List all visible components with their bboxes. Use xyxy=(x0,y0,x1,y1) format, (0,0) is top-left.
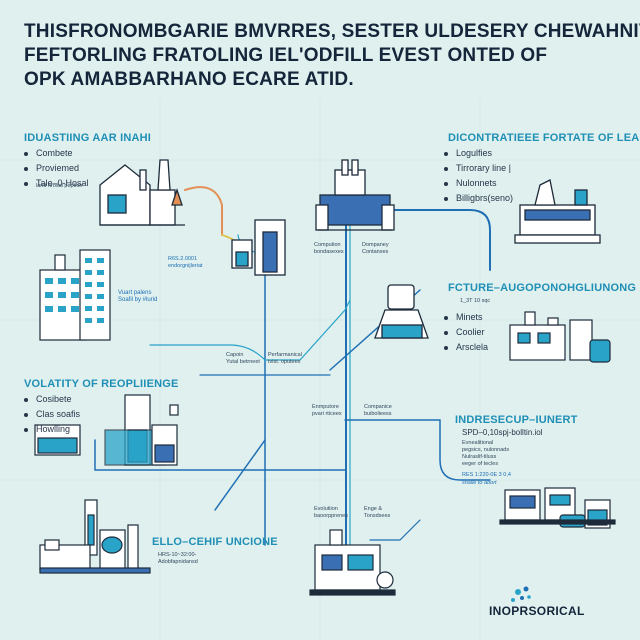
title-line-3: OPK AMABBARHANO ECARE ATID. xyxy=(24,69,354,90)
section-list-mid-right: Minets Coolier Arsclela xyxy=(444,310,488,355)
water-tanks-icon xyxy=(34,394,179,466)
list-item: Proviemed xyxy=(24,161,89,176)
section-note-top-left: land hrosal peption xyxy=(36,183,83,189)
section-sub-lower-right: SPD–0,10spj-bolltin.iol xyxy=(462,428,543,437)
note-line: Evnealitional xyxy=(462,440,494,446)
note-line: HRS-10~32:00- xyxy=(158,552,197,558)
list-item: Tirrorary line | xyxy=(444,161,513,176)
section-heading-mid-right: FCTURE–AUGOPONOHGLIUNONG xyxy=(448,282,637,294)
label-bottom-b: Enge &Tonsdsees xyxy=(364,506,391,519)
molecule-logo-icon xyxy=(511,586,531,602)
list-item: Coolier xyxy=(444,325,488,340)
control-unit-icon xyxy=(309,529,396,596)
list-item: Combete xyxy=(24,146,89,161)
distillation-lab-icon xyxy=(39,499,151,574)
list-item: Tale–0-Hosal xyxy=(24,176,89,191)
section-notes-lower-right: Evnealitional pegsics, nulonnads Nulrasl… xyxy=(462,440,509,468)
brand-name: INOPRSORICAL xyxy=(489,604,585,618)
building-notes: Vuart palens Soafil by #lurid xyxy=(118,290,157,304)
chemical-plant-icon xyxy=(509,311,611,363)
section-sub3-lower-right: snalle to abort xyxy=(462,480,497,486)
analysis-equipment-icon xyxy=(499,487,616,529)
section-heading-top-left: IDUASTIING AAR INAHI xyxy=(24,132,152,144)
processing-plant-icon xyxy=(315,159,395,231)
section-notes-bottom-left: HRS-10~32:00- Adobfapnidansd xyxy=(158,552,198,566)
list-item: Logulfies xyxy=(444,146,513,161)
title-line-2: FEFTORLING FRATOLING IEL'ODFILL EVEST ON… xyxy=(24,45,548,66)
section-list-top-right: Logulfies Tirrorary line | Nulonnets Bil… xyxy=(444,146,513,206)
section-note-mid-right: 1_3T 10 sqc xyxy=(460,298,491,304)
note-line: eeger of tecles xyxy=(462,461,499,467)
section-heading-bottom-left: ELLO–CEHIF UNCIONE xyxy=(152,536,278,548)
section-heading-mid-left: VOLATITY OF REOPLIIENGE xyxy=(24,378,179,390)
list-item: Cosibete xyxy=(24,392,80,407)
list-item: Clas soafis xyxy=(24,407,80,422)
list-item: Howlling xyxy=(24,422,80,437)
note-line: Nulraslif-tiluss xyxy=(462,454,497,460)
list-item: Minets xyxy=(444,310,488,325)
note-line: Adobfapnidansd xyxy=(158,559,198,565)
list-item: Billigbrs(seno) xyxy=(444,191,513,206)
diagram-title: THISFRONOMBGARIE BMVRRES, SESTER ULDESER… xyxy=(24,20,640,92)
factory-house-icon xyxy=(99,159,185,226)
note-line: pegsics, nulonnads xyxy=(462,447,510,453)
reactor-vessel-icon xyxy=(374,284,429,339)
laboratory-machine-icon xyxy=(514,179,601,244)
note-line: Vuart palens xyxy=(118,290,152,296)
list-item: Nulonnets xyxy=(444,176,513,191)
list-item: Arsclela xyxy=(444,340,488,355)
office-building-icon xyxy=(39,249,111,341)
section-heading-top-right: DICONTRATIEEE FORTATE OF LEARI xyxy=(448,132,640,144)
storage-tank-icon xyxy=(231,219,286,276)
note-line: Soafil by #lurid xyxy=(118,297,158,303)
section-heading-lower-right: INDRESECUP–IUNERT xyxy=(455,414,578,426)
section-list-top-left: Combete Proviemed Tale–0-Hosal xyxy=(24,146,89,191)
connector-lines xyxy=(94,186,491,561)
title-line-1: THISFRONOMBGARIE BMVRRES, SESTER ULDESER… xyxy=(24,21,640,42)
section-list-mid-left: Cosibete Clas soafis Howlling xyxy=(24,392,80,437)
section-sub2-lower-right: RES 1:220-0E 3 0,4 xyxy=(462,472,511,478)
